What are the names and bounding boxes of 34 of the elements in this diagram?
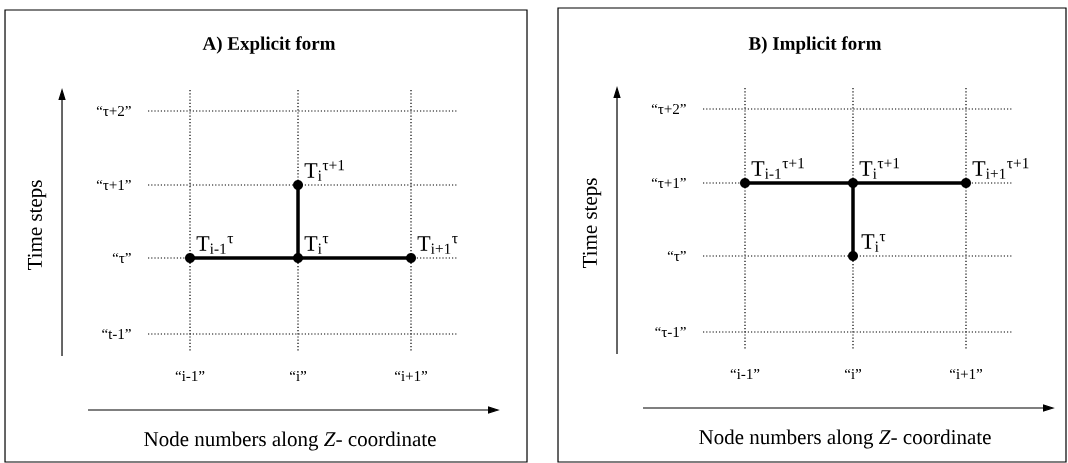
- axis-title: Time steps: [27, 180, 47, 271]
- tick-label: “τ-1”: [655, 326, 686, 338]
- node-label: T$_{i-1}$τ+1: [751, 158, 804, 179]
- axis-title: Time steps: [582, 178, 602, 269]
- tick-label: “τ”: [667, 250, 686, 262]
- grid-point: T$_{i}$τ: [848, 234, 886, 261]
- grid-point: T$_{i-1}$τ+1: [740, 158, 804, 188]
- tick-label: “t-1”: [102, 328, 131, 340]
- tick-label: “i”: [290, 371, 307, 381]
- tick-label: “τ+2”: [651, 103, 686, 115]
- grid-point: T$_{i+1}$τ+1: [961, 158, 1029, 188]
- tick-label: “i-1”: [175, 371, 205, 381]
- grid-point: T$_{i}$τ+1: [293, 160, 345, 190]
- node-label: T$_{i}$τ+1: [304, 160, 345, 181]
- tick-label: “i+1”: [395, 371, 427, 381]
- axis-title: Node numbers along Z- coordinate: [144, 431, 436, 451]
- node-label: T$_{i}$τ: [861, 234, 886, 252]
- tick-label: “τ+1”: [96, 179, 131, 191]
- grid-point: T$_{i-1}$τ: [185, 236, 234, 263]
- grid-point: T$_{i+1}$τ: [406, 236, 458, 263]
- grid-point: T$_{i}$τ+1: [848, 158, 900, 188]
- tick-label: “τ+2”: [96, 105, 131, 117]
- node-label: T$_{i+1}$τ: [417, 236, 458, 254]
- axis-title: Node numbers along Z- coordinate: [699, 429, 991, 449]
- tick-label: “τ”: [112, 252, 131, 264]
- tick-label: “i+1”: [950, 369, 982, 379]
- tick-label: “i”: [845, 369, 862, 379]
- node-label: T$_{i}$τ: [304, 236, 329, 254]
- node-label: T$_{i-1}$τ: [196, 236, 234, 254]
- grid-point: T$_{i}$τ: [293, 236, 329, 263]
- tick-label: “τ+1”: [651, 177, 686, 189]
- node-label: T$_{i}$τ+1: [859, 158, 900, 179]
- node-label: T$_{i+1}$τ+1: [972, 158, 1029, 179]
- tick-label: “i-1”: [730, 369, 760, 379]
